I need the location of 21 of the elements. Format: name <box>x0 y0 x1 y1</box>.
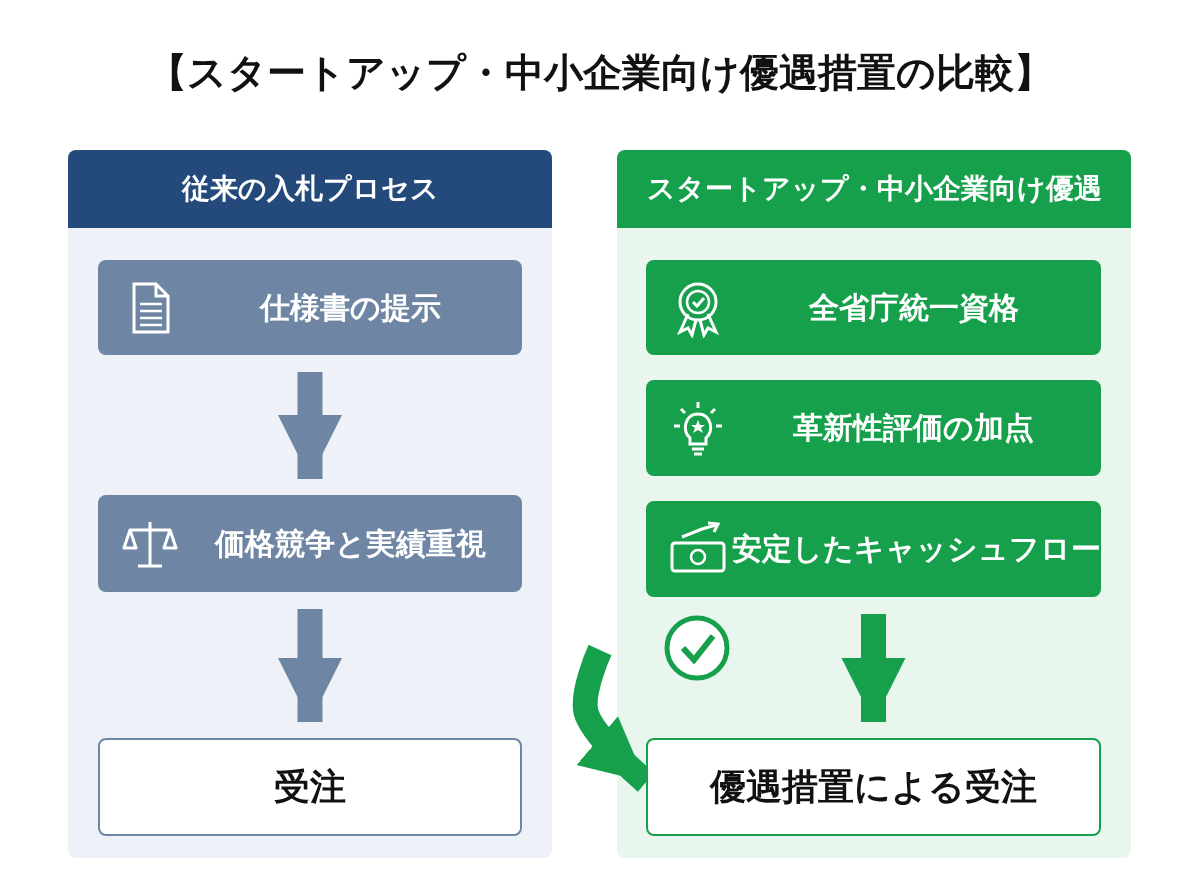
step-box <box>98 260 522 355</box>
panel-header: 従来の入札プロセス <box>68 150 552 228</box>
panel <box>617 150 1131 858</box>
panel-header: スタートアップ・中小企業向け優遇 <box>617 150 1131 228</box>
arrow <box>841 614 906 722</box>
step-label: 仕様書の提示 <box>258 288 442 326</box>
step-label: 全省庁統一資格 <box>807 288 1020 326</box>
arrow <box>278 609 342 722</box>
step-label: 革新性評価の加点 <box>792 408 1035 447</box>
step-box <box>646 380 1101 476</box>
step-box <box>98 495 522 592</box>
result-box <box>98 738 522 836</box>
step-label: 価格競争と実績重視 <box>213 524 487 562</box>
arrow <box>278 372 342 479</box>
result-box <box>646 738 1101 836</box>
title: 【スタートアップ・中小企業向け優遇措置の比較】 <box>146 49 1054 97</box>
step-box <box>646 260 1101 355</box>
panel <box>68 150 552 858</box>
step-label: 優遇措置による受注 <box>708 764 1038 809</box>
step-box <box>646 501 1101 597</box>
step-label: 受注 <box>273 764 347 809</box>
